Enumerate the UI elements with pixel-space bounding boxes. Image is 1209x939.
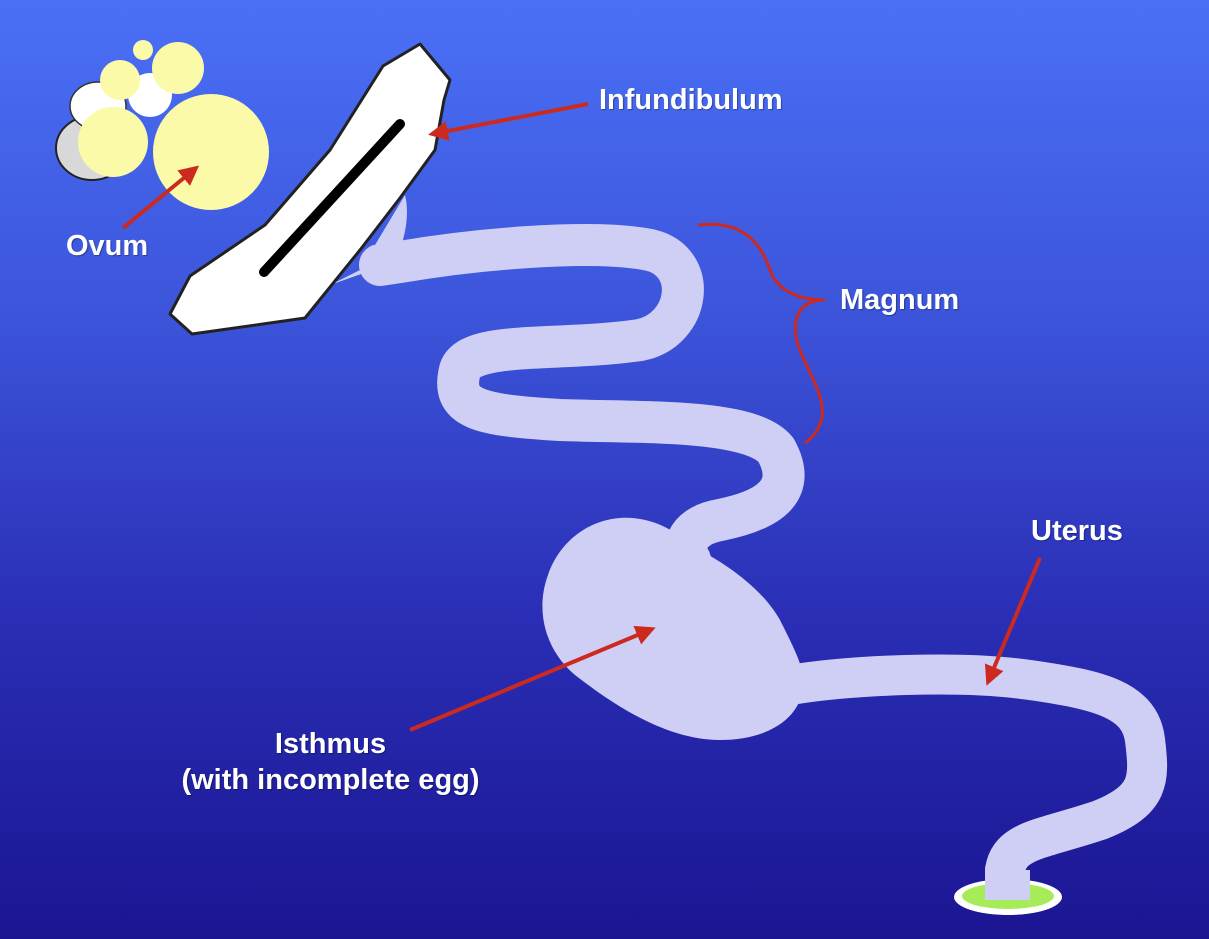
label-isthmus-line2: (with incomplete egg): [181, 764, 480, 797]
infundibulum-slit: [259, 119, 405, 277]
label-infundibulum: Infundibulum: [599, 84, 783, 116]
isthmus-egg: [542, 517, 804, 740]
ovum-arrow: [121, 165, 200, 230]
isthmus-arrow: [409, 625, 656, 732]
label-magnum: Magnum: [840, 284, 960, 316]
infundibulum-shape: [168, 42, 452, 336]
oviduct-tube: [330, 195, 1168, 915]
label-isthmus-line1: Isthmus: [274, 728, 387, 760]
label-isthmus: Isthmus (with incomplete egg): [148, 726, 513, 799]
magnum-brace: [697, 222, 826, 445]
label-ovum: Ovum: [66, 230, 149, 262]
ovary-cluster: [55, 40, 269, 210]
infundibulum-arrow: [428, 102, 589, 141]
label-uterus: Uterus: [1031, 515, 1123, 547]
uterus-arrow: [984, 557, 1042, 686]
ovum-follicle: [153, 94, 269, 210]
